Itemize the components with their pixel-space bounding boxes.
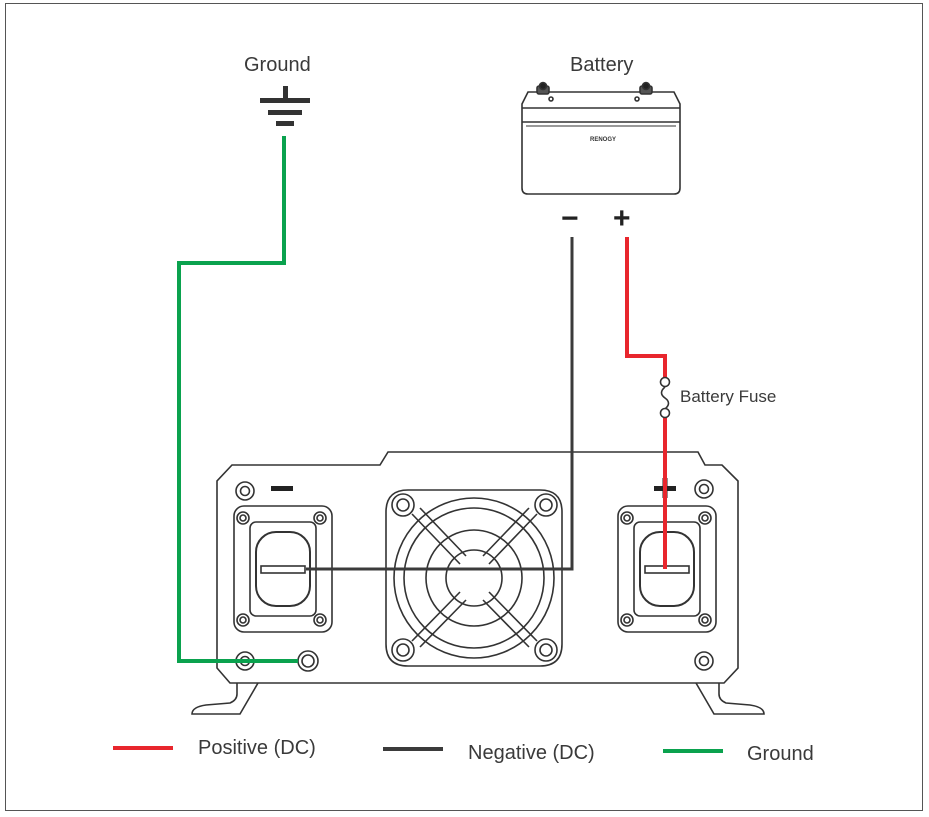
panel-screws bbox=[235, 479, 714, 671]
ground-symbol-icon bbox=[260, 86, 310, 126]
legend-positive-swatch bbox=[113, 746, 173, 750]
ground-label: Ground bbox=[244, 54, 311, 76]
battery-brand: RENOGY bbox=[590, 137, 616, 143]
ground-wire bbox=[177, 136, 298, 663]
negative-terminal bbox=[233, 505, 333, 633]
legend-positive-label: Positive (DC) bbox=[198, 737, 316, 759]
positive-wire-upper bbox=[625, 237, 667, 378]
battery-fuse-icon bbox=[659, 376, 671, 419]
diagram-frame bbox=[5, 3, 923, 811]
negative-wire bbox=[306, 237, 574, 571]
battery-label: Battery bbox=[570, 54, 634, 76]
legend-ground-label: Ground bbox=[747, 743, 814, 765]
battery-minus-label: − bbox=[561, 202, 579, 235]
legend-negative-swatch bbox=[383, 747, 443, 751]
legend-negative-label: Negative (DC) bbox=[468, 742, 595, 764]
cooling-fan-icon bbox=[385, 489, 563, 667]
battery-plus-label: + bbox=[613, 202, 631, 235]
battery-icon bbox=[521, 81, 681, 195]
battery-fuse-label: Battery Fuse bbox=[680, 387, 777, 406]
inverter-minus-mark bbox=[271, 486, 293, 491]
legend-ground-swatch bbox=[663, 749, 723, 753]
